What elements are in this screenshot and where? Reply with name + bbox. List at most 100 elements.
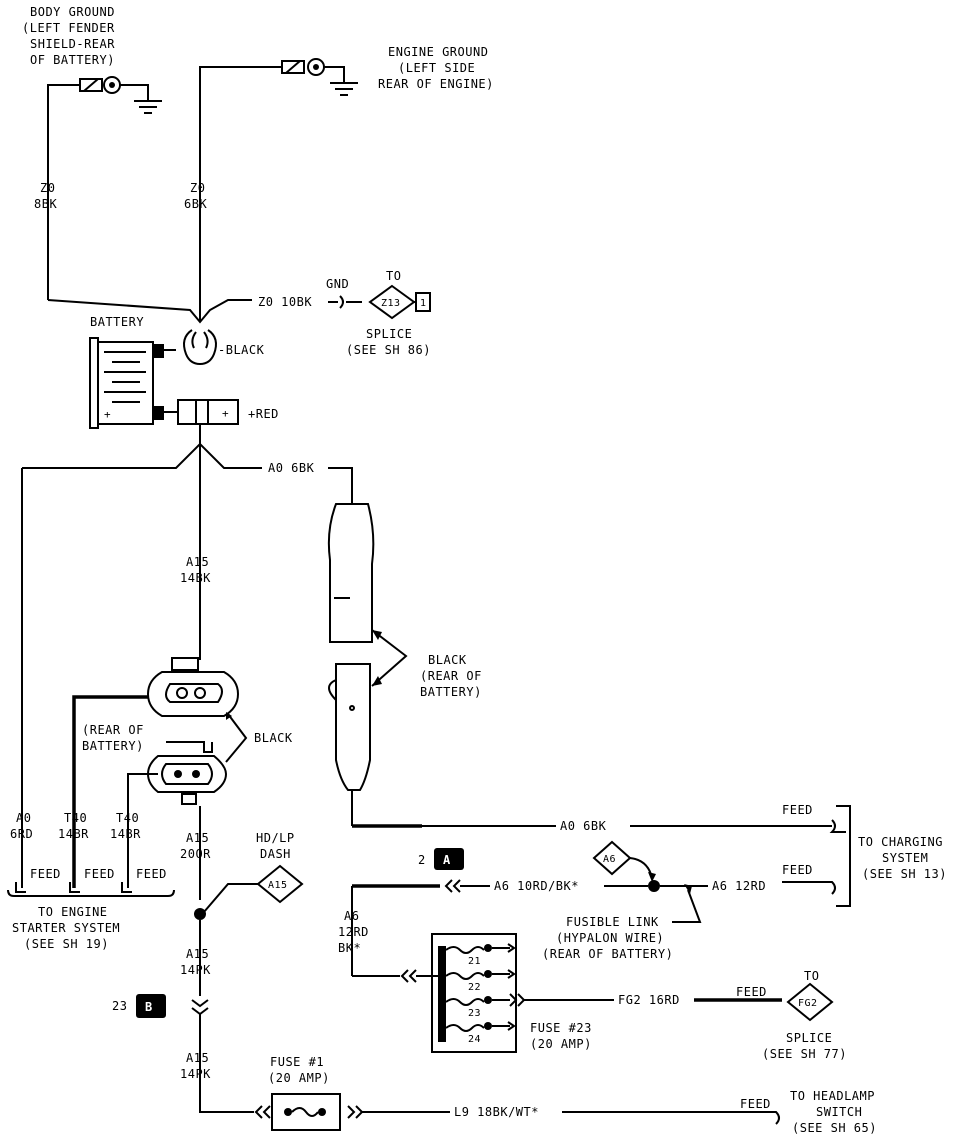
t40-b-label: T40 14BR	[110, 811, 141, 841]
svg-text:14PK: 14PK	[180, 1067, 211, 1081]
feed-connector-2	[782, 881, 836, 895]
to-headlamp-label: TO HEADLAMP SWITCH (SEE SH 65)	[790, 1089, 876, 1135]
fuse-21: 21	[445, 943, 516, 967]
a15-14pk-label-2: A15 14PK	[180, 1051, 211, 1081]
svg-text:14BK: 14BK	[180, 571, 211, 585]
badge-23-box: B	[136, 994, 166, 1018]
svg-text:A6: A6	[603, 854, 616, 865]
a15-splice-dot	[194, 908, 206, 920]
fusible-link-arrow	[684, 884, 692, 894]
to-engine-starter-label: TO ENGINE STARTER SYSTEM (SEE SH 19)	[12, 905, 120, 951]
svg-text:OF BATTERY): OF BATTERY)	[30, 53, 115, 67]
black-terminal-label: -BLACK	[218, 343, 265, 357]
a15-14pk-label-1: A15 14PK	[180, 947, 211, 977]
svg-text:Z0: Z0	[40, 181, 55, 195]
a0-6rd-label: A0 6RD	[10, 811, 33, 841]
starter-connector-lower	[146, 741, 228, 805]
svg-text:FG2: FG2	[798, 998, 818, 1009]
a6-left-label: A6 12RD BK*	[338, 909, 368, 955]
wire-z0-8bk-label: Z0 8BK	[34, 181, 57, 211]
svg-text:20OR: 20OR	[180, 847, 211, 861]
badge-2-box: A	[434, 848, 464, 870]
feed-label-3: FEED	[736, 985, 767, 999]
svg-text:24: 24	[468, 1034, 481, 1045]
a15-inline-connector	[191, 999, 254, 1113]
svg-text:A15: A15	[186, 1051, 209, 1065]
wire-z0-6bk-label: Z0 6BK	[184, 181, 207, 211]
a6-diamond: A6	[592, 840, 656, 882]
svg-text:TO CHARGING: TO CHARGING	[858, 835, 943, 849]
badge-23-number: 23	[112, 999, 127, 1013]
charging-bracket	[836, 805, 851, 907]
engine-ground-label: ENGINE GROUND (LEFT SIDE REAR OF ENGINE)	[378, 45, 494, 91]
body-ground-label: BODY GROUND (LEFT FENDER SHIELD-REAR OF …	[22, 5, 115, 67]
black-rear-battery-arrows	[371, 629, 408, 687]
svg-text:SHIELD-REAR: SHIELD-REAR	[30, 37, 115, 51]
feed-label-4: FEED	[740, 1097, 771, 1111]
splice-86-label: SPLICE (SEE SH 86)	[346, 327, 431, 357]
a0-junction-wires	[21, 442, 262, 888]
black-rear-battery-label: BLACK (REAR OF BATTERY)	[420, 653, 482, 699]
t40-wire-b	[127, 773, 158, 888]
a0-6bk-top-label: A0 6BK	[268, 461, 315, 475]
svg-text:(SEE SH 13): (SEE SH 13)	[862, 867, 947, 881]
svg-text:T40: T40	[64, 811, 87, 825]
svg-text:FUSE #23: FUSE #23	[530, 1021, 592, 1035]
svg-text:(REAR OF BATTERY): (REAR OF BATTERY)	[542, 947, 673, 961]
svg-text:A15: A15	[186, 555, 209, 569]
svg-text:(20 AMP): (20 AMP)	[268, 1071, 330, 1085]
a6-12rd-label: A6 12RD	[712, 879, 766, 893]
svg-text:STARTER SYSTEM: STARTER SYSTEM	[12, 921, 120, 935]
svg-text:A15: A15	[268, 880, 288, 891]
svg-text:A0: A0	[16, 811, 31, 825]
starter-connector-upper	[146, 657, 240, 717]
a15-20or-label: A15 20OR	[180, 831, 211, 861]
positive-terminal-clamp: +	[164, 399, 239, 425]
svg-text:6RD: 6RD	[10, 827, 33, 841]
feed-label-2: FEED	[782, 863, 813, 877]
svg-text:1: 1	[420, 298, 427, 309]
svg-text:REAR OF ENGINE): REAR OF ENGINE)	[378, 77, 494, 91]
rear-of-battery-label: (REAR OF BATTERY)	[82, 723, 144, 753]
svg-text:FEED: FEED	[84, 867, 115, 881]
svg-text:T40: T40	[116, 811, 139, 825]
svg-text:14PK: 14PK	[180, 963, 211, 977]
svg-text:SPLICE: SPLICE	[786, 1031, 832, 1045]
svg-text:(HYPALON WIRE): (HYPALON WIRE)	[556, 931, 664, 945]
fuse-23-label: FUSE #23 (20 AMP)	[530, 1021, 592, 1051]
svg-text:(20 AMP): (20 AMP)	[530, 1037, 592, 1051]
svg-text:A15: A15	[186, 831, 209, 845]
svg-text:+: +	[104, 408, 111, 421]
to-label-fg2: TO	[804, 969, 819, 983]
svg-text:(LEFT SIDE: (LEFT SIDE	[398, 61, 475, 75]
svg-text:(REAR OF: (REAR OF	[420, 669, 482, 683]
fuse-24: 24	[445, 1021, 516, 1045]
engine-ground-symbol	[199, 58, 358, 300]
fuse-1-label: FUSE #1 (20 AMP)	[268, 1055, 330, 1085]
l9-18bk-label: L9 18BK/WT*	[454, 1105, 539, 1119]
svg-text:+: +	[222, 407, 229, 420]
svg-text:SYSTEM: SYSTEM	[882, 851, 928, 865]
fuse-22: 22	[445, 969, 516, 993]
feed-label-1: FEED	[782, 803, 813, 817]
svg-text:BATTERY): BATTERY)	[82, 739, 144, 753]
starter-feed-connectors: FEED FEED FEED	[7, 867, 175, 897]
t40-wire-a	[72, 695, 148, 888]
svg-text:TO HEADLAMP: TO HEADLAMP	[790, 1089, 875, 1103]
black-connector-lower	[328, 663, 371, 826]
svg-text:(SEE SH 77): (SEE SH 77)	[762, 1047, 847, 1061]
svg-text:(SEE SH 86): (SEE SH 86)	[346, 343, 431, 357]
svg-text:BK*: BK*	[338, 941, 361, 955]
svg-text:FUSE #1: FUSE #1	[270, 1055, 324, 1069]
fg2-16rd-label: FG2 16RD	[618, 993, 680, 1007]
svg-text:A6: A6	[344, 909, 359, 923]
svg-text:22: 22	[468, 982, 481, 993]
svg-text:23: 23	[468, 1008, 481, 1019]
wire-z0-10bk: Z0 10BK	[258, 295, 362, 309]
svg-text:BATTERY): BATTERY)	[420, 685, 482, 699]
svg-text:(REAR OF: (REAR OF	[82, 723, 144, 737]
fusible-link-label: FUSIBLE LINK (HYPALON WIRE) (REAR OF BAT…	[542, 915, 673, 961]
svg-text:HD/LP: HD/LP	[256, 831, 295, 845]
l9-wire	[562, 1111, 780, 1125]
